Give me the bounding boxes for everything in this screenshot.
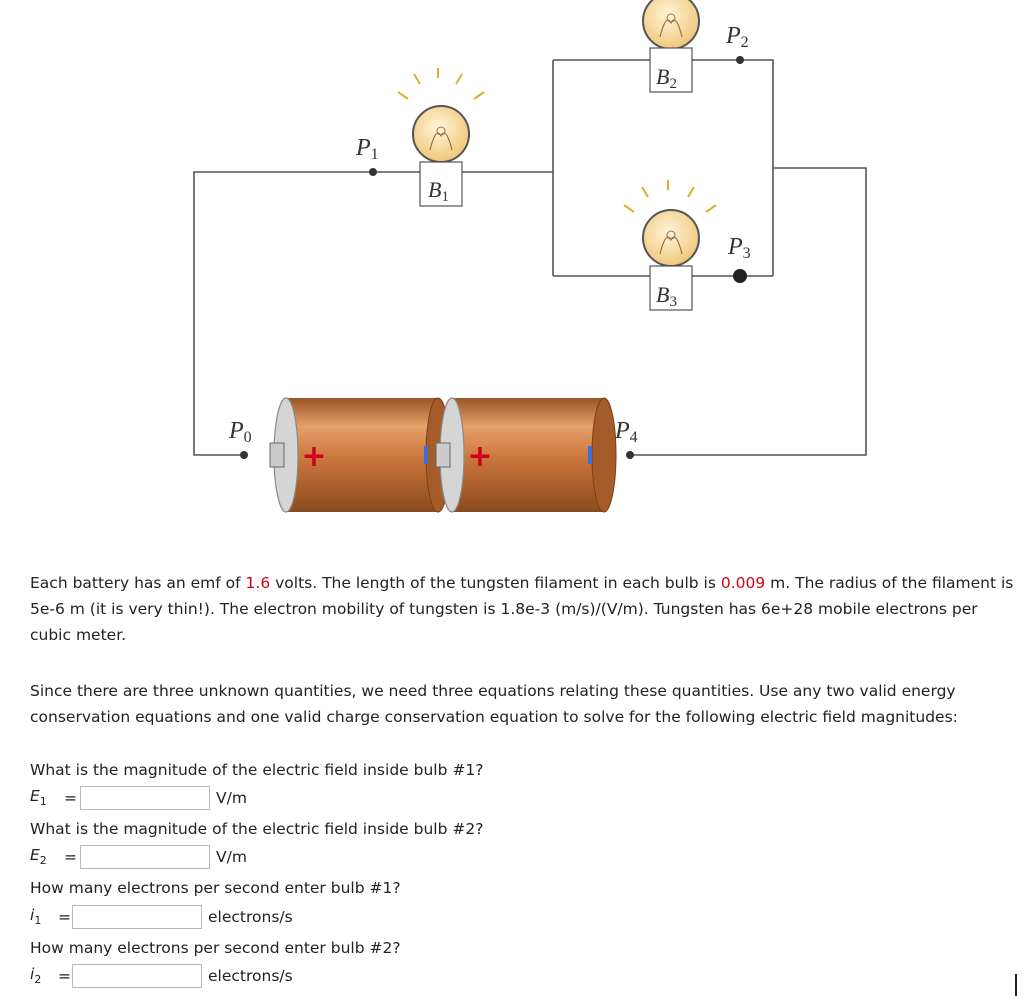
label-b3: B3	[656, 282, 677, 310]
label-b2: B2	[656, 64, 677, 92]
circuit-diagram: + + P0 P1 P2 P3 P4 B1 B2 B3	[193, 0, 867, 513]
label-b1: B1	[428, 177, 449, 205]
label-p1: P1	[355, 135, 379, 163]
e1-input[interactable]	[80, 786, 210, 810]
unit-i1: electrons/s	[208, 908, 293, 926]
text-cursor	[1015, 974, 1017, 996]
emf-value: 1.6	[245, 574, 271, 592]
unit-i2: electrons/s	[208, 967, 293, 985]
node-p2	[736, 56, 744, 64]
label-p4: P4	[614, 418, 638, 446]
i2-input[interactable]	[72, 964, 202, 988]
e2-input[interactable]	[80, 845, 210, 869]
question-e2: What is the magnitude of the electric fi…	[30, 820, 484, 838]
label-p0: P0	[228, 418, 252, 446]
battery-1-plus-label: +	[301, 439, 326, 474]
label-p2: P2	[725, 23, 749, 51]
battery-2-plus-label: +	[467, 439, 492, 474]
statement-text-c: m. The radius of the filament is 5e-6 m …	[30, 574, 1014, 644]
node-p1	[369, 168, 377, 176]
problem-statement: Each battery has an emf of 1.6 volts. Th…	[30, 570, 1015, 648]
node-p4	[626, 451, 634, 459]
glow-rays-b3	[623, 180, 717, 213]
variable-e1: E1	[30, 787, 47, 809]
answer-row-e1: E1 = V/m	[30, 786, 247, 810]
length-value: 0.009	[720, 574, 766, 592]
variable-i1: i1	[30, 906, 42, 928]
battery-1	[269, 397, 451, 513]
node-p0	[240, 451, 248, 459]
battery-2	[435, 397, 617, 513]
bulb-b2	[642, 0, 700, 93]
question-i1: How many electrons per second enter bulb…	[30, 879, 401, 897]
label-p3: P3	[727, 234, 751, 262]
variable-e2: E2	[30, 846, 47, 868]
instructions: Since there are three unknown quantities…	[30, 682, 958, 726]
question-e1: What is the magnitude of the electric fi…	[30, 761, 484, 779]
answer-row-i1: i1 = electrons/s	[30, 905, 293, 929]
answer-row-i2: i2 = electrons/s	[30, 964, 293, 988]
bulb-b3	[642, 209, 700, 311]
wires	[193, 59, 867, 456]
glow-rays-b1	[397, 68, 485, 100]
bulb-b1	[412, 105, 470, 207]
statement-text-b: volts. The length of the tungsten filame…	[270, 574, 721, 592]
unit-e1: V/m	[216, 789, 247, 807]
i1-input[interactable]	[72, 905, 202, 929]
unit-e2: V/m	[216, 848, 247, 866]
statement-text-a: Each battery has an emf of	[30, 574, 246, 592]
question-i2: How many electrons per second enter bulb…	[30, 939, 401, 957]
node-p3	[733, 269, 747, 283]
answer-row-e2: E2 = V/m	[30, 845, 247, 869]
variable-i2: i2	[30, 965, 42, 987]
